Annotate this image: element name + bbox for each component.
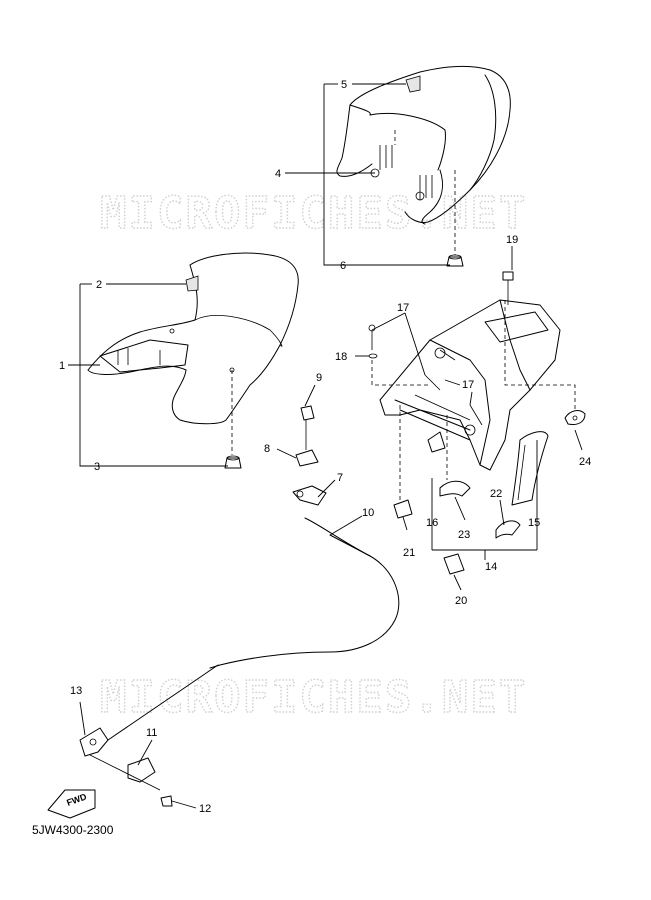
callout-16: 16: [426, 517, 438, 529]
callout-18: 18: [335, 351, 347, 363]
callout-17b: 17: [462, 379, 474, 391]
rear-seat-damper-6: [446, 254, 464, 267]
diagram-code: 5JW4300-2300: [32, 823, 114, 837]
callout-19: 19: [506, 234, 518, 246]
callout-11: 11: [146, 727, 157, 739]
bracket-16: [427, 431, 446, 453]
lever-13: [79, 727, 109, 757]
callout-12: 12: [199, 803, 211, 815]
callout-23: 23: [458, 529, 470, 541]
front-seat: [87, 252, 299, 455]
bracket-22: [495, 520, 521, 539]
plate-24: [564, 410, 586, 425]
leaders: [68, 83, 583, 809]
callout-10: 10: [362, 507, 374, 519]
callout-15: 15: [528, 517, 540, 529]
bolt-17b: [424, 374, 441, 391]
callout-8: 8: [264, 443, 270, 455]
watermark-top: MICROFICHES.NET: [100, 188, 527, 239]
bolt-19: [502, 271, 514, 305]
bracket-23: [439, 480, 471, 497]
damper-20: [443, 553, 465, 575]
callout-13: 13: [70, 685, 82, 697]
bolt-17c: [469, 404, 483, 426]
callout-labels: 1 2 3 4 5 6 7 8 9 10 11 12 13 14 15 16 1…: [59, 79, 591, 815]
callout-17a: 17: [397, 302, 409, 314]
rear-frame: [371, 299, 576, 500]
callout-22: 22: [490, 488, 502, 500]
rear-seat-tag-5: [405, 75, 421, 93]
rear-seat: [336, 65, 511, 255]
callout-9: 9: [316, 372, 322, 384]
collar-18: [368, 353, 378, 359]
callout-1: 1: [59, 360, 65, 372]
callout-6: 6: [340, 260, 346, 272]
nut-9: [300, 405, 315, 421]
callout-21: 21: [403, 547, 415, 559]
front-seat-damper-3: [224, 455, 242, 469]
front-seat-tag-2: [185, 275, 199, 292]
damper-21: [393, 499, 413, 519]
callout-2: 2: [96, 279, 102, 291]
callout-5: 5: [341, 79, 347, 91]
watermark-bottom: MICROFICHES.NET: [100, 672, 527, 723]
screw-12: [160, 795, 173, 807]
callout-4: 4: [275, 168, 281, 180]
bracket-8: [295, 420, 319, 467]
callout-20: 20: [455, 595, 467, 607]
callout-14: 14: [485, 561, 497, 573]
lock-11: [89, 754, 161, 791]
seat-lock-7: [292, 485, 327, 506]
fwd-arrow-icon: FWD: [47, 789, 96, 819]
callout-7: 7: [337, 472, 343, 484]
callout-24: 24: [579, 456, 591, 468]
callout-3: 3: [94, 461, 100, 473]
cable-10: [107, 517, 400, 741]
side-cover-15: [511, 431, 549, 506]
